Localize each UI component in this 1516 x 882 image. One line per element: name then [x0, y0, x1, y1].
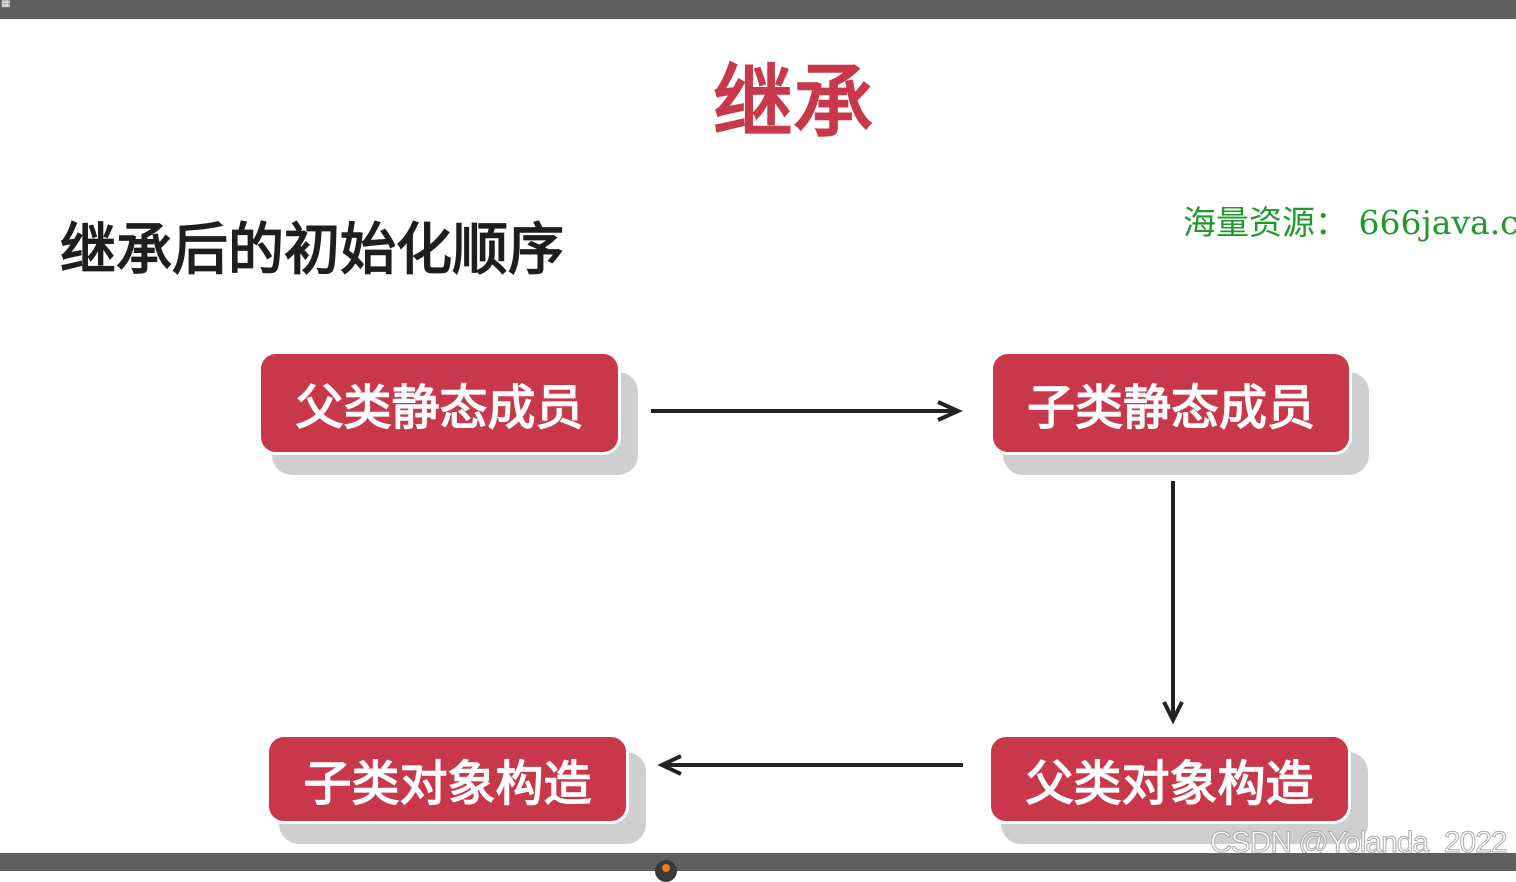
window-top-bar: ▦	[0, 0, 1516, 19]
arrow-left-head	[657, 754, 682, 776]
arrow-down-head	[1162, 701, 1184, 725]
arrow-right-head	[937, 400, 963, 422]
step-parent-constructor: 父类对象构造	[988, 734, 1351, 824]
step-child-static: 子类静态成员	[990, 351, 1352, 455]
step-parent-static: 父类静态成员	[258, 351, 621, 455]
slide-title: 继承	[713, 56, 873, 149]
step-child-constructor: 子类对象构造	[266, 734, 629, 824]
slide-subtitle: 继承后的初始化顺序	[60, 218, 564, 283]
grid-icon[interactable]: ▦	[1, 0, 11, 9]
record-indicator-icon[interactable]	[655, 860, 677, 882]
resource-note: 海量资源： 666java.c	[1183, 203, 1516, 242]
window-bottom-bar	[0, 853, 1516, 871]
